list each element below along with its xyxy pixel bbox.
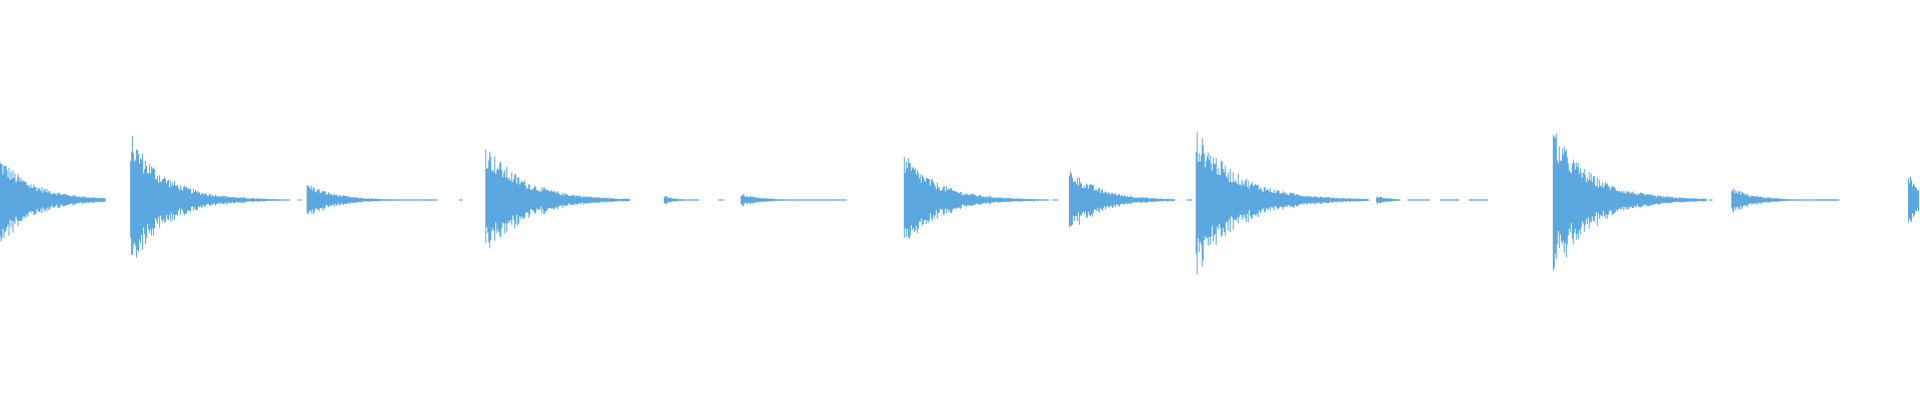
- waveform-transient-4: [485, 149, 631, 249]
- waveform-transient-11: [1552, 133, 1707, 271]
- waveform-transient-5: [663, 196, 699, 205]
- waveform-transient-3: [306, 185, 438, 215]
- waveform-transient-9: [1195, 132, 1369, 275]
- waveform-transient-10: [1376, 196, 1401, 205]
- waveform-transient-1: [0, 162, 106, 242]
- waveform-transient-7: [903, 156, 1049, 239]
- waveform-transient-8: [1068, 171, 1175, 228]
- waveform-transient-6: [740, 193, 847, 207]
- waveform-transient-13: [1908, 177, 1919, 223]
- waveform-transient-2: [130, 136, 285, 258]
- waveform-channel: [0, 132, 1919, 275]
